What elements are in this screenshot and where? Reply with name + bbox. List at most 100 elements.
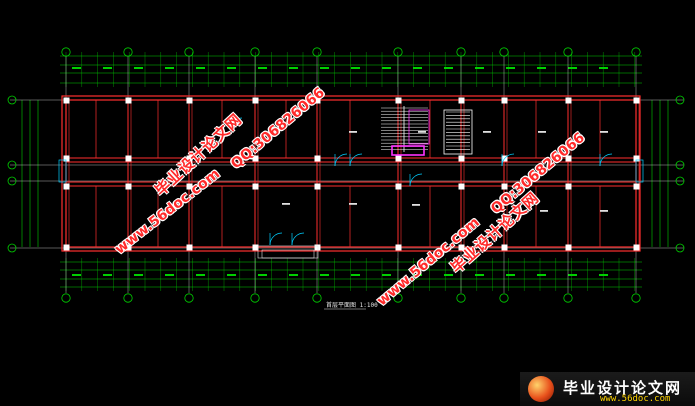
structural-column: [125, 155, 132, 162]
structural-column: [501, 244, 508, 251]
axis-bubble-top: [184, 47, 194, 57]
structural-column: [395, 183, 402, 190]
dimension-text-mark: [599, 274, 608, 276]
dimension-text-mark: [444, 67, 453, 69]
axis-bubble-bottom: [184, 293, 194, 303]
logo-emblem-icon: [528, 376, 554, 402]
structural-column: [565, 244, 572, 251]
room-label-mark: [600, 131, 608, 133]
structural-column: [125, 97, 132, 104]
door-swing: [334, 153, 348, 167]
dimension-text-mark: [382, 67, 391, 69]
door-swing: [349, 153, 363, 167]
drawing-scale: 1:100: [359, 302, 378, 309]
dimension-text-mark: [537, 274, 546, 276]
dimension-text-mark: [165, 67, 174, 69]
structural-column: [252, 97, 259, 104]
axis-bubble-top: [250, 47, 260, 57]
axis-bubble-bottom: [312, 293, 322, 303]
structural-column: [63, 244, 70, 251]
dimension-text-mark: [506, 274, 515, 276]
room-label-mark: [418, 131, 426, 133]
dimension-text-mark: [103, 67, 112, 69]
axis-bubble-left: [7, 160, 17, 170]
room-label-mark: [600, 210, 608, 212]
structural-column: [252, 244, 259, 251]
dimension-text-mark: [413, 67, 422, 69]
axis-bubble-bottom: [499, 293, 509, 303]
axis-bubble-bottom: [393, 293, 403, 303]
structural-column: [633, 183, 640, 190]
structural-column: [458, 244, 465, 251]
dimension-text-mark: [72, 274, 81, 276]
structural-column: [314, 244, 321, 251]
room-label-mark: [412, 204, 420, 206]
axis-bubble-top: [61, 47, 71, 57]
axis-bubble-top: [123, 47, 133, 57]
structural-column: [501, 183, 508, 190]
axis-bubble-top: [456, 47, 466, 57]
structural-column: [395, 244, 402, 251]
axis-bubble-top: [393, 47, 403, 57]
drawing-title-text: 首层平面图: [326, 302, 357, 309]
dimension-text-mark: [196, 274, 205, 276]
structural-column: [633, 155, 640, 162]
drawing-title: 首层平面图 1:100: [326, 300, 378, 309]
door-swing: [599, 153, 613, 167]
dimension-text-mark: [599, 67, 608, 69]
footer-brand-text: 毕业设计论文网: [563, 379, 683, 397]
structural-column: [314, 183, 321, 190]
structural-column: [501, 97, 508, 104]
dimension-text-mark: [72, 67, 81, 69]
structural-column: [314, 97, 321, 104]
structural-column: [125, 244, 132, 251]
structural-column: [186, 155, 193, 162]
axis-bubble-top: [499, 47, 509, 57]
structural-column: [252, 155, 259, 162]
structural-column: [458, 97, 465, 104]
axis-bubble-right: [675, 243, 685, 253]
dimension-text-mark: [444, 274, 453, 276]
end-window-right: [635, 159, 644, 183]
footer-url-text: www.56doc.com: [600, 394, 671, 404]
axis-bubble-bottom: [250, 293, 260, 303]
dimension-text-mark: [103, 274, 112, 276]
dimension-text-mark: [351, 67, 360, 69]
stairwell: [443, 109, 473, 155]
dimension-text-mark: [134, 274, 143, 276]
structural-column: [395, 155, 402, 162]
room-label-mark: [540, 210, 548, 212]
stair-landing: [408, 109, 430, 145]
structural-column: [565, 183, 572, 190]
room-label-mark: [282, 203, 290, 205]
structural-column: [565, 97, 572, 104]
structural-column: [63, 183, 70, 190]
structural-column: [63, 97, 70, 104]
structural-column: [186, 183, 193, 190]
room-label-mark: [538, 131, 546, 133]
dimension-text-mark: [320, 274, 329, 276]
axis-bubble-top: [631, 47, 641, 57]
dimension-text-mark: [537, 67, 546, 69]
axis-bubble-right: [675, 95, 685, 105]
room-label-mark: [483, 131, 491, 133]
structural-column: [633, 244, 640, 251]
dimension-text-mark: [258, 67, 267, 69]
dimension-text-mark: [289, 274, 298, 276]
dimension-text-mark: [475, 274, 484, 276]
structural-column: [63, 155, 70, 162]
structural-column: [125, 183, 132, 190]
end-window-left: [58, 159, 67, 183]
structural-column: [565, 155, 572, 162]
room-label-mark: [349, 203, 357, 205]
outer-wall: [61, 95, 641, 252]
axis-bubble-left: [7, 95, 17, 105]
axis-bubble-bottom: [456, 293, 466, 303]
dimension-text-mark: [134, 67, 143, 69]
dimension-text-mark: [258, 274, 267, 276]
dimension-text-mark: [227, 274, 236, 276]
axis-bubble-bottom: [563, 293, 573, 303]
dimension-text-mark: [227, 67, 236, 69]
dimension-text-mark: [165, 274, 174, 276]
dimension-text-mark: [475, 67, 484, 69]
